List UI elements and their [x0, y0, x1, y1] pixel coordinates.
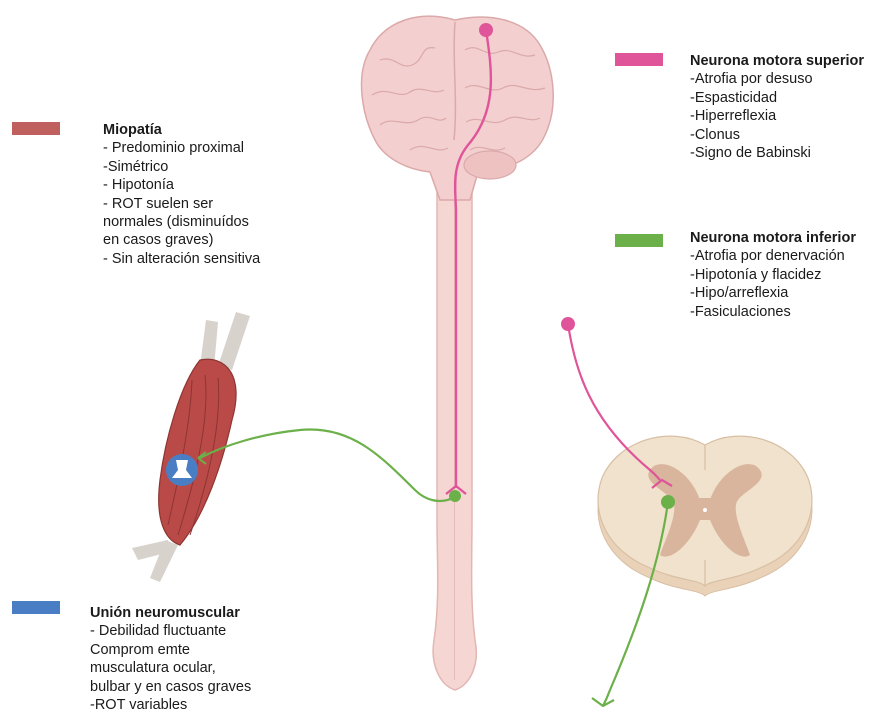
spinal-cord-icon [433, 190, 476, 690]
nmj-line: musculatura ocular, [90, 659, 251, 677]
spinal-cord-cross-section-icon [598, 436, 812, 596]
myopathy-line: - Sin alteración sensitiva [103, 250, 260, 268]
nmj-title: Unión neuromuscular [90, 604, 251, 622]
nmj-line: bulbar y en casos graves [90, 678, 251, 696]
myopathy-line: -Simétrico [103, 158, 260, 176]
nmj-line: -ROT variables [90, 696, 251, 714]
myopathy-legend-swatch [12, 122, 60, 135]
upper-motor-neuron-text: Neurona motora superior -Atrofia por des… [690, 52, 864, 162]
myopathy-line: - ROT suelen ser [103, 195, 260, 213]
lower-motor-neuron-title: Neurona motora inferior [690, 229, 856, 247]
nmj-text: Unión neuromuscular - Debilidad fluctuan… [90, 604, 251, 714]
lower-motor-neuron-text: Neurona motora inferior -Atrofia por den… [690, 229, 856, 321]
muscle-nerve-pathway [200, 429, 461, 502]
myopathy-line: normales (disminuídos [103, 213, 260, 231]
brain-icon [362, 16, 554, 200]
upper-motor-neuron-line: -Hiperreflexia [690, 107, 864, 125]
lower-motor-neuron-line: -Fasiculaciones [690, 303, 856, 321]
nmj-legend-swatch [12, 601, 60, 614]
nmj-line: - Debilidad fluctuante [90, 622, 251, 640]
muscle-icon [132, 312, 250, 582]
upper-motor-neuron-line: -Signo de Babinski [690, 144, 864, 162]
upper-motor-neuron-line: -Clonus [690, 126, 864, 144]
myopathy-line: - Hipotonía [103, 176, 260, 194]
myopathy-line: en casos graves) [103, 231, 260, 249]
lower-motor-neuron-line: -Hipotonía y flacidez [690, 266, 856, 284]
upper-motor-neuron-line: -Espasticidad [690, 89, 864, 107]
myopathy-title: Miopatía [103, 121, 260, 139]
lower-motor-neuron-line: -Atrofia por denervación [690, 247, 856, 265]
upper-motor-neuron-legend-swatch [615, 53, 663, 66]
lower-motor-neuron-legend-swatch [615, 234, 663, 247]
nmj-line: Comprom emte [90, 641, 251, 659]
myopathy-line: - Predominio proximal [103, 139, 260, 157]
upper-motor-neuron-line: -Atrofia por desuso [690, 70, 864, 88]
myopathy-text: Miopatía - Predominio proximal -Simétric… [103, 121, 260, 268]
upper-motor-neuron-title: Neurona motora superior [690, 52, 864, 70]
lower-motor-neuron-line: -Hipo/arreflexia [690, 284, 856, 302]
